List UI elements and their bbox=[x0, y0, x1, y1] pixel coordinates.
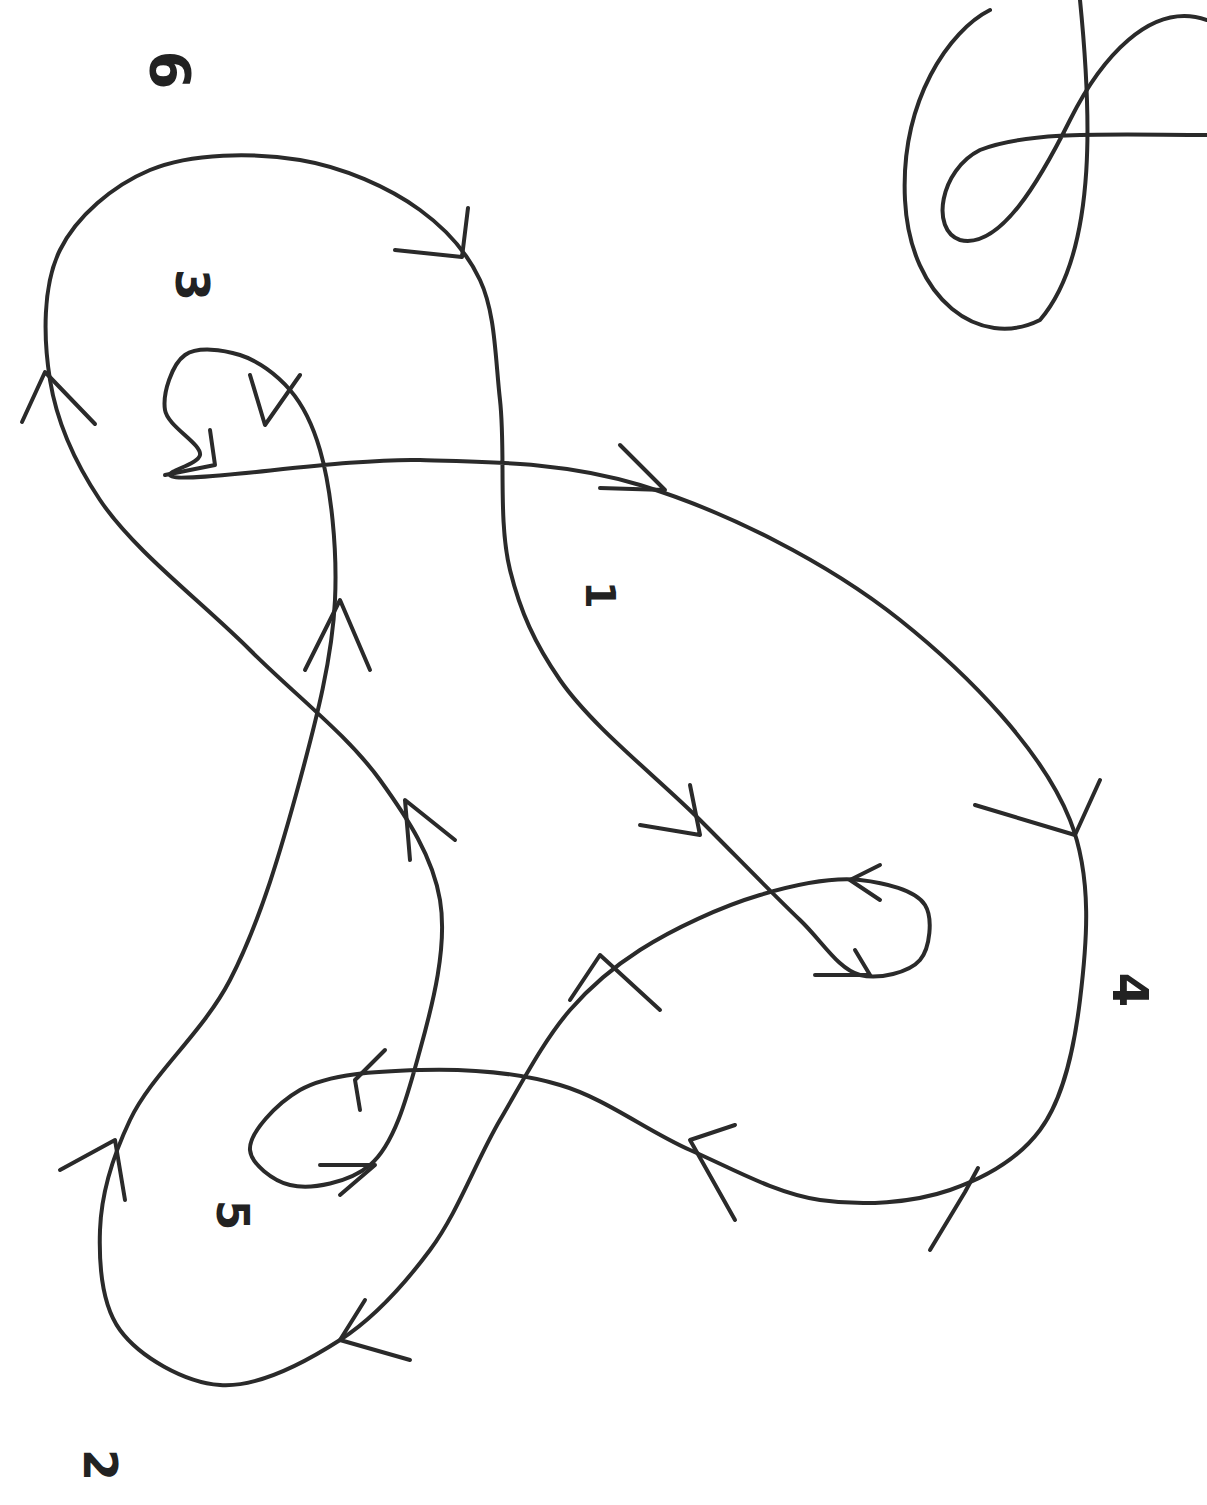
region-number: 2 bbox=[77, 1449, 123, 1481]
region-number: 4 bbox=[1105, 973, 1155, 1008]
region-number: 6 bbox=[142, 51, 198, 90]
region-number: 3 bbox=[169, 269, 215, 301]
small-knot-sketch bbox=[905, 0, 1207, 329]
region-number: 1 bbox=[580, 581, 620, 609]
orientation-arrows bbox=[22, 208, 1100, 1360]
knot-curve bbox=[46, 155, 1087, 1385]
region-number: 5 bbox=[210, 1200, 254, 1231]
